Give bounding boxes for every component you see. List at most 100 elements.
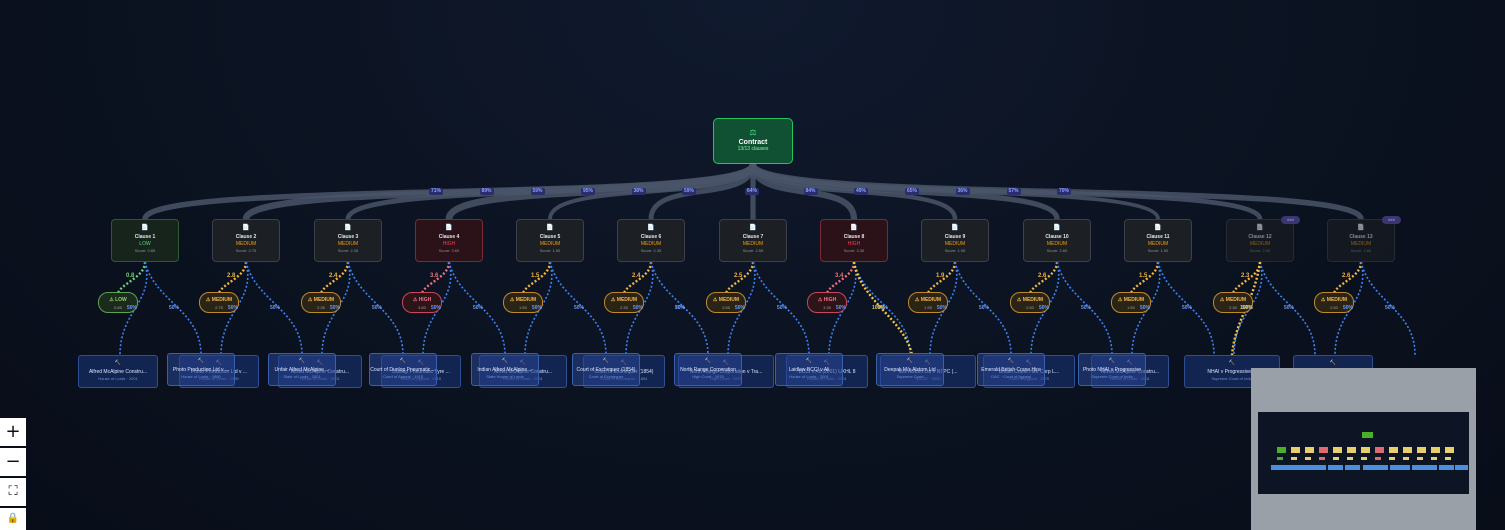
case-law-node-overlap[interactable]: 🔨Indian Alfred McAlpine ...State House o… (471, 353, 539, 386)
lock-button[interactable]: 🔒 (0, 508, 26, 530)
edge-label: 89% (479, 188, 494, 195)
minimap-clause (1291, 447, 1300, 453)
precedent-label: 50% (878, 305, 889, 311)
precedent-edge (828, 261, 857, 356)
risk-pill-level: HIGH (418, 297, 432, 303)
risk-weight-label: 1.5 (531, 273, 540, 279)
precedent-edge (727, 261, 756, 356)
root-clause-edge (548, 163, 755, 220)
document-icon: 📄 (749, 225, 757, 231)
case-law-node-overlap[interactable]: 🔨Unfair Alfred McAlpine ...State of Lord… (268, 353, 336, 386)
minimap-clause (1431, 447, 1440, 453)
minimap-clause (1445, 447, 1454, 453)
document-icon: 📄 (850, 225, 858, 231)
risk-pill-label: ⚠ HIGH (403, 297, 441, 303)
clause-risk-edge (926, 261, 957, 294)
case-law-node-overlap[interactable]: 🔨Photo Production Ltd v ...House of Lord… (167, 353, 235, 386)
warning-icon: ⚠ (412, 297, 419, 303)
edge-label: 49% (854, 188, 869, 195)
clause-title: Clause 10 (1045, 234, 1069, 240)
document-icon: 📄 (141, 225, 149, 231)
clause-risk-edge (1028, 261, 1059, 294)
gavel-icon: 🔨 (602, 358, 610, 364)
warning-icon: ⚠ (307, 297, 314, 303)
clause-risk-level: MEDIUM (640, 241, 662, 247)
minimap-pill (1347, 457, 1353, 460)
clause-risk-edge (825, 261, 856, 294)
clause-score: Score: 2.35 (640, 248, 662, 253)
fit-view-button[interactable]: ⛶ (0, 478, 26, 506)
clause-score: Score: 3.35 (843, 248, 865, 253)
risk-pill-value: 2.60 (1026, 305, 1034, 310)
zoom-out-button[interactable]: − (0, 448, 26, 476)
case-law-node-overlap[interactable]: 🔨Court of Dunlop Pneumatic ...Court of A… (369, 353, 437, 386)
precedent-edge (1131, 261, 1161, 356)
minimap[interactable] (1251, 368, 1476, 530)
clause-risk-edge (724, 261, 755, 294)
gavel-icon: 🔨 (298, 358, 306, 364)
document-icon: 📄 (546, 225, 554, 231)
case-law-node-overlap[interactable]: 🔨Court of Exchequer (1854)Court of Exche… (572, 353, 640, 386)
minimap-pill (1319, 457, 1325, 460)
warning-icon: ⚠ (1320, 297, 1327, 303)
zoom-in-button[interactable]: + (0, 418, 26, 446)
precedent-edge (549, 261, 607, 356)
precedent-label: 50% (1242, 305, 1253, 311)
case-court: High Court · 1979 (692, 374, 724, 379)
warning-icon: ⚠ (1016, 297, 1023, 303)
precedent-label: 50% (127, 305, 138, 311)
case-law-node[interactable]: 🔨Alfred McAlpine Constru...House of Lord… (78, 355, 158, 388)
clause-status-badge: ### (1382, 216, 1401, 224)
risk-pill-value: 2.30 (1229, 305, 1237, 310)
edge-label: 70% (1057, 188, 1072, 195)
minimap-clause (1403, 447, 1412, 453)
contract-root-node[interactable]: ⚖ Contract 13/13 clauses (713, 118, 793, 164)
precedent-edge (954, 261, 1012, 356)
minimap-clause (1389, 447, 1398, 453)
warning-icon: ⚠ (817, 297, 824, 303)
strong-edge-label: 100% (872, 305, 885, 311)
case-court: House of Lords · 2001 (789, 374, 829, 379)
scales-icon: ⚖ (749, 128, 757, 137)
risk-pill-value: 1.50 (1127, 305, 1135, 310)
minimap-case (1412, 465, 1437, 470)
precedent-edge (752, 261, 810, 356)
case-title: NHAI v Progressive ... (1207, 369, 1257, 375)
root-clause-edge (648, 163, 756, 220)
risk-pill-value: 2.35 (620, 305, 628, 310)
gavel-icon: 🔨 (1329, 360, 1337, 366)
warning-icon: ⚠ (610, 297, 617, 303)
